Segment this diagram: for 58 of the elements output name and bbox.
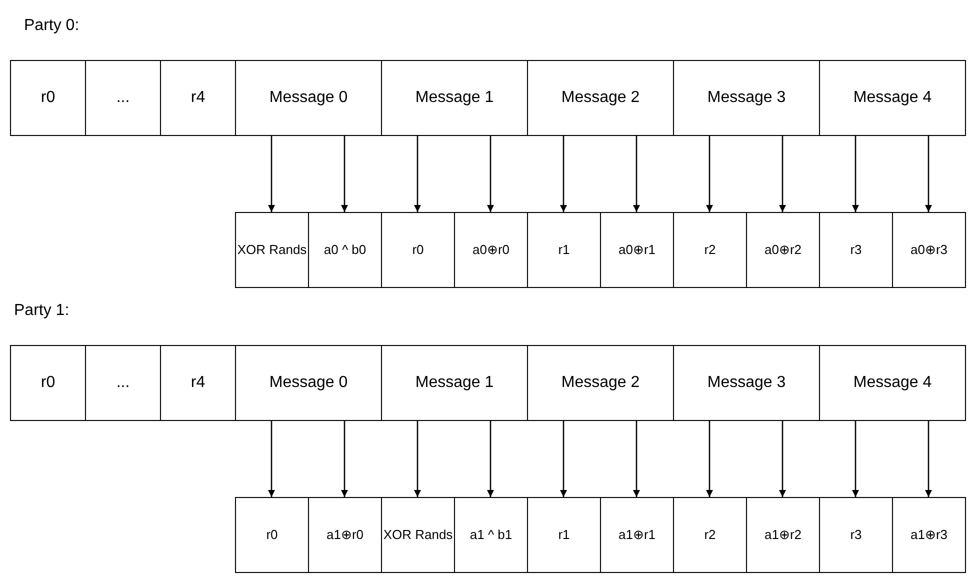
arrow bbox=[633, 420, 640, 497]
table-cell: r0 bbox=[235, 497, 309, 573]
arrow bbox=[779, 135, 786, 212]
table-cell: a1⊕r0 bbox=[308, 497, 382, 573]
table-cell: a1 ^ b1 bbox=[454, 497, 528, 573]
table-cell: Message 0 bbox=[235, 345, 382, 421]
table-cell: r2 bbox=[673, 497, 747, 573]
arrow bbox=[341, 420, 348, 497]
table-cell: a1⊕r2 bbox=[746, 497, 820, 573]
table-cell: Message 3 bbox=[673, 60, 820, 136]
table-cell: Message 2 bbox=[527, 60, 674, 136]
table-cell: a0⊕r2 bbox=[746, 212, 820, 288]
table-cell: Message 2 bbox=[527, 345, 674, 421]
arrow bbox=[852, 420, 859, 497]
table-cell: Message 0 bbox=[235, 60, 382, 136]
table-cell: r1 bbox=[527, 212, 601, 288]
table-cell: ... bbox=[85, 60, 161, 136]
arrow bbox=[268, 420, 275, 497]
arrow bbox=[779, 420, 786, 497]
table-cell: r4 bbox=[160, 345, 236, 421]
arrow bbox=[925, 135, 932, 212]
table-cell: Message 1 bbox=[381, 60, 528, 136]
arrow bbox=[852, 135, 859, 212]
table-cell: r4 bbox=[160, 60, 236, 136]
table-cell: a0 ^ b0 bbox=[308, 212, 382, 288]
table-cell: Message 1 bbox=[381, 345, 528, 421]
arrow bbox=[633, 135, 640, 212]
arrow bbox=[560, 135, 567, 212]
table-cell: Message 4 bbox=[819, 345, 966, 421]
arrow bbox=[706, 420, 713, 497]
arrow bbox=[706, 135, 713, 212]
table-cell: r2 bbox=[673, 212, 747, 288]
arrow bbox=[414, 135, 421, 212]
table-cell: a0⊕r0 bbox=[454, 212, 528, 288]
table-cell: r1 bbox=[527, 497, 601, 573]
arrow bbox=[268, 135, 275, 212]
arrow bbox=[925, 420, 932, 497]
section-label: Party 0: bbox=[24, 16, 80, 36]
table-cell: r0 bbox=[381, 212, 455, 288]
arrow bbox=[560, 420, 567, 497]
table-cell: Message 4 bbox=[819, 60, 966, 136]
table-cell: a0⊕r1 bbox=[600, 212, 674, 288]
arrow bbox=[414, 420, 421, 497]
table-cell: r0 bbox=[10, 60, 86, 136]
table-cell: a1⊕r3 bbox=[892, 497, 966, 573]
table-cell: a0⊕r3 bbox=[892, 212, 966, 288]
table-cell: XOR Rands bbox=[381, 497, 455, 573]
table-cell: a1⊕r1 bbox=[600, 497, 674, 573]
table-cell: XOR Rands bbox=[235, 212, 309, 288]
table-cell: r3 bbox=[819, 497, 893, 573]
section-label: Party 1: bbox=[14, 301, 70, 321]
table-cell: ... bbox=[85, 345, 161, 421]
arrow bbox=[341, 135, 348, 212]
table-cell: r3 bbox=[819, 212, 893, 288]
arrow bbox=[487, 420, 494, 497]
arrow bbox=[487, 135, 494, 212]
table-cell: Message 3 bbox=[673, 345, 820, 421]
table-cell: r0 bbox=[10, 345, 86, 421]
